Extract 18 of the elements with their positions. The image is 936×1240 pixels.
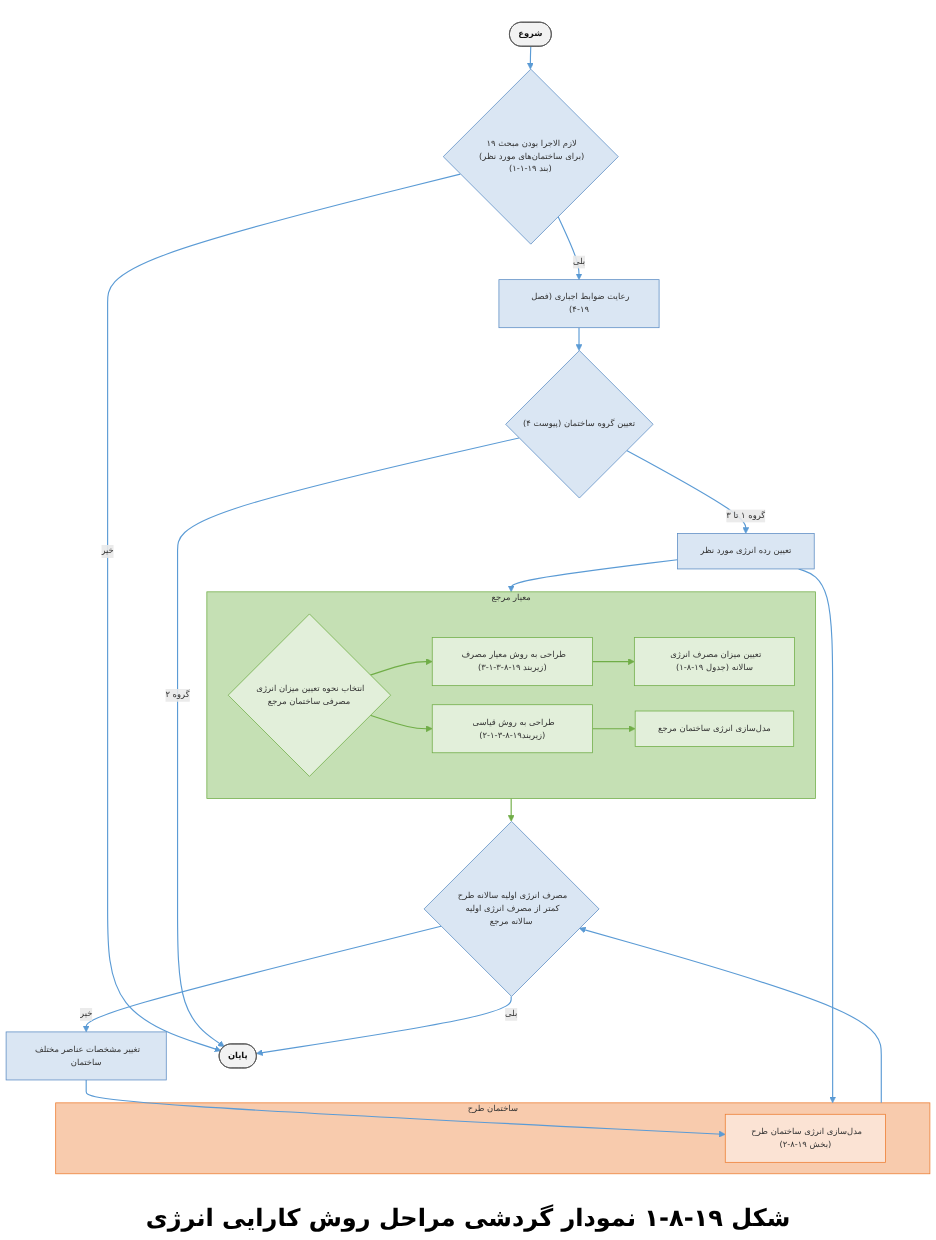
arrow bbox=[82, 925, 442, 1033]
arrow bbox=[575, 327, 583, 351]
arrow bbox=[107, 173, 461, 1053]
arrow bbox=[557, 215, 583, 280]
arrow bbox=[507, 559, 678, 593]
arrow bbox=[591, 658, 635, 665]
arrow bbox=[579, 926, 882, 1104]
arrow bbox=[177, 437, 520, 1048]
arrow bbox=[85, 1079, 726, 1138]
caption: شکل ۱۹-۸-۱ نمودار گردشی مراحل روش کارایی انرژی bbox=[143, 1202, 793, 1236]
arrow bbox=[798, 568, 836, 1104]
arrow bbox=[591, 725, 636, 733]
arrow bbox=[527, 46, 534, 70]
arrow bbox=[507, 797, 515, 822]
arrow bbox=[369, 714, 433, 733]
arrow bbox=[369, 658, 433, 676]
arrow bbox=[626, 449, 750, 534]
arrow bbox=[256, 995, 512, 1056]
